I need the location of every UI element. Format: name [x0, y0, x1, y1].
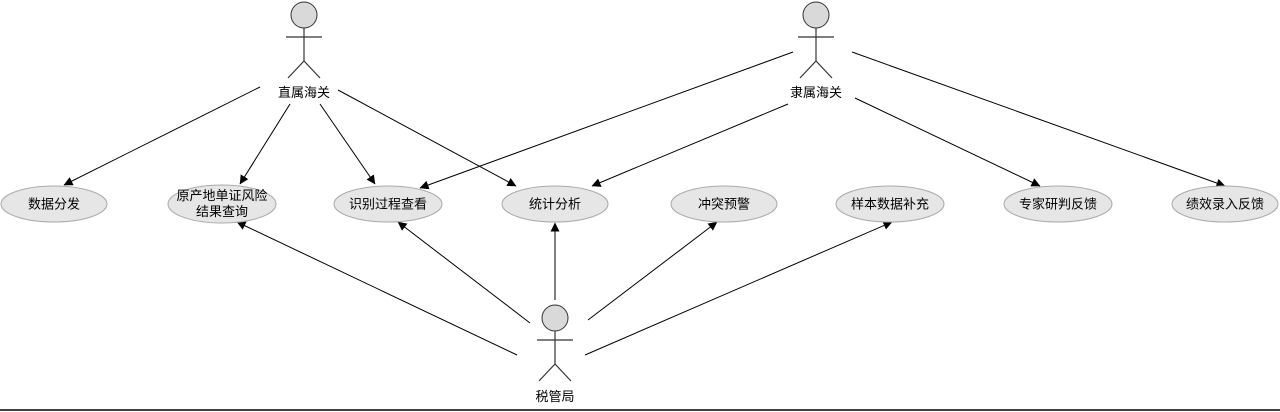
use-case-conflict-warning: 冲突预警	[670, 185, 778, 223]
use-case-origin-risk-query: 原产地单证风险 结果查询	[167, 184, 277, 224]
assoc-direct-to-origin-risk-query	[239, 103, 291, 185]
actor-label-direct-customs: 直属海关	[278, 86, 330, 101]
assoc-direct-to-data-distribution	[63, 86, 261, 186]
actor-head-icon	[290, 1, 318, 29]
actor-subordinate-customs: 隶属海关	[790, 1, 842, 101]
assoc-subordinate-to-expert-feedback	[854, 97, 1041, 187]
assoc-direct-to-statistical-analysis	[337, 89, 517, 187]
assoc-subordinate-to-performance-feedback	[851, 51, 1226, 188]
assoc-tax-to-origin-risk-query	[236, 221, 518, 356]
use-case-label-line2: 结果查询	[196, 205, 248, 220]
actor-head-icon	[802, 1, 830, 29]
actor-label-subordinate-customs: 隶属海关	[790, 86, 842, 101]
use-case-sample-data-supplement: 样本数据补充	[835, 185, 945, 223]
use-case-label: 样本数据补充	[851, 197, 929, 213]
use-case-label: 统计分析	[529, 198, 581, 213]
assoc-tax-to-sample-supplement	[584, 221, 893, 356]
assoc-subordinate-to-statistical-analysis	[591, 103, 789, 187]
assoc-direct-to-identification-view	[319, 103, 376, 185]
associations	[63, 51, 1226, 356]
assoc-subordinate-to-identification-view	[419, 51, 794, 190]
use-case-label: 数据分发	[28, 197, 80, 213]
actor-head-icon	[541, 304, 569, 332]
actor-direct-customs: 直属海关	[278, 1, 330, 101]
use-case-performance-entry-feedback: 绩效录入反馈	[1171, 185, 1279, 223]
assoc-tax-to-identification-view	[397, 221, 531, 324]
use-case-label: 识别过程查看	[349, 197, 427, 213]
use-case-data-distribution: 数据分发	[0, 185, 108, 223]
use-case-statistical-analysis: 统计分析	[501, 185, 609, 223]
use-case-label: 绩效录入反馈	[1186, 198, 1264, 213]
use-case-label: 冲突预警	[698, 197, 750, 213]
actor-tax-bureau: 税管局	[535, 304, 575, 405]
use-case-label: 专家研判反馈	[1019, 197, 1097, 213]
assoc-tax-to-conflict-warning	[587, 221, 718, 321]
actor-label-tax-bureau: 税管局	[535, 390, 574, 405]
use-case-expert-review-feedback: 专家研判反馈	[1003, 185, 1113, 223]
use-case-label-line1: 原产地单证风险	[176, 189, 267, 204]
use-case-identification-process-view: 识别过程查看	[333, 185, 443, 223]
